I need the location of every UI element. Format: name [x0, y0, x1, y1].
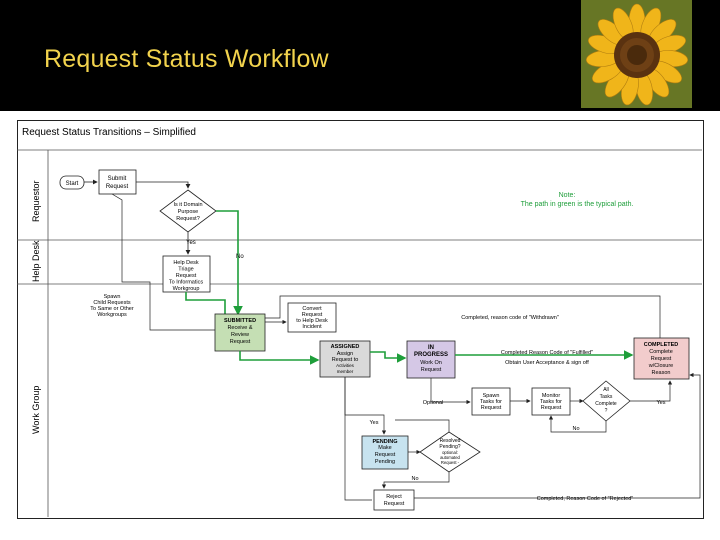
svg-text:Reject: Reject — [386, 494, 402, 500]
svg-text:Work On: Work On — [420, 360, 442, 366]
svg-text:PROGRESS: PROGRESS — [414, 352, 448, 358]
svg-text:To Informatics: To Informatics — [169, 280, 203, 286]
svg-text:Completed Reason Code of "Fulf: Completed Reason Code of "Fulfilled" — [501, 350, 593, 356]
svg-text:Request: Request — [651, 356, 672, 362]
diagram-title: Request Status Transitions – Simplified — [22, 127, 196, 138]
svg-text:Incident: Incident — [302, 324, 322, 330]
svg-text:Assign: Assign — [337, 351, 354, 357]
edge-label-no-pending: No — [411, 476, 418, 482]
svg-text:Submit: Submit — [108, 176, 127, 182]
svg-text:Obtain User Acceptance & sign: Obtain User Acceptance & sign off — [505, 360, 589, 366]
svg-text:Resolved: Resolved — [440, 438, 461, 444]
lane-label-help-desk: Help Desk — [31, 240, 41, 282]
pending-node: PENDING Make Request Pending — [361, 435, 409, 470]
svg-text:ASSIGNED: ASSIGNED — [331, 344, 360, 350]
svg-text:Complete: Complete — [595, 401, 617, 407]
svg-text:Spawn: Spawn — [104, 294, 121, 300]
start-node: Start — [59, 175, 85, 190]
svg-text:Workgroup: Workgroup — [173, 286, 200, 292]
svg-text:Triage: Triage — [178, 267, 193, 273]
edge-label-rejected: Completed, Reason Code of "Rejected" — [537, 496, 634, 502]
svg-text:Request: Request — [384, 501, 405, 507]
svg-text:Pending: Pending — [375, 459, 395, 465]
svg-text:w/Closure: w/Closure — [648, 363, 673, 369]
domain-request-decision: Is it Domain Purpose Request? — [159, 189, 217, 233]
svg-text:Workgroups: Workgroups — [97, 312, 127, 318]
svg-text:Purpose: Purpose — [178, 209, 199, 215]
monitor-tasks-node: Monitor Tasks for Request — [531, 387, 571, 416]
svg-text:Tasks: Tasks — [600, 394, 613, 400]
edge-label-yes-pending: Yes — [370, 420, 379, 426]
edge-label-yes-help: Yes — [186, 240, 196, 246]
svg-text:Request: Request — [375, 452, 396, 458]
svg-text:Reason: Reason — [652, 370, 671, 376]
svg-text:?: ? — [605, 408, 608, 414]
note-text: The path in green is the typical path. — [521, 201, 634, 208]
svg-text:Activities: Activities — [336, 363, 355, 368]
svg-text:Help Desk: Help Desk — [173, 260, 199, 266]
svg-text:Child Requests: Child Requests — [93, 300, 131, 306]
svg-text:Tasks for: Tasks for — [540, 399, 562, 405]
swimlanes — [17, 149, 702, 517]
svg-text:member: member — [337, 369, 354, 374]
edge-label-optional: Optional — [423, 400, 444, 406]
lane-label-work-group: Work Group — [31, 386, 41, 434]
svg-text:Request -: Request - — [441, 460, 460, 465]
convert-request-node: Convert Request to Help Desk Incident — [287, 302, 337, 333]
start-label: Start — [66, 181, 79, 187]
svg-text:Request: Request — [302, 312, 323, 318]
svg-text:Pending?: Pending? — [439, 444, 460, 450]
svg-text:All: All — [603, 387, 609, 393]
slide-title: Request Status Workflow — [44, 45, 329, 73]
svg-text:Request to: Request to — [332, 357, 359, 363]
help-desk-triage-node: Help Desk Triage Request To Informatics … — [162, 255, 211, 293]
assigned-node: ASSIGNED Assign Request to Activities me… — [319, 340, 371, 378]
svg-text:Request: Request — [230, 339, 251, 345]
svg-text:Is it Domain: Is it Domain — [173, 202, 202, 208]
svg-text:PENDING: PENDING — [372, 439, 397, 445]
completed-node: COMPLETED Complete Request w/Closure Rea… — [633, 337, 690, 380]
all-tasks-decision: All Tasks Complete ? — [582, 380, 631, 422]
svg-text:Spawn: Spawn — [483, 393, 500, 399]
svg-text:Make: Make — [378, 445, 391, 451]
edge-label-yes-tasks: Yes — [657, 400, 666, 406]
edge-label-no-help: No — [236, 254, 244, 260]
edge-label-withdrawn: Completed, reason code of "Withdrawn" — [461, 315, 559, 321]
in-progress-node: IN PROGRESS Work On Request — [406, 340, 456, 379]
svg-text:Request: Request — [541, 405, 562, 411]
spawn-tasks-node: Spawn Tasks for Request — [471, 387, 511, 416]
note-label: Note: — [559, 192, 576, 199]
svg-text:Request: Request — [176, 273, 197, 279]
svg-text:Request: Request — [481, 405, 502, 411]
resolved-pending-decision: Resolved Pending? optional: automated Re… — [419, 431, 481, 473]
svg-text:to Help Desk: to Help Desk — [296, 318, 328, 324]
svg-text:IN: IN — [428, 345, 434, 351]
svg-text:Request?: Request? — [176, 216, 200, 222]
svg-text:optional:: optional: — [442, 450, 458, 455]
svg-text:Tasks for: Tasks for — [480, 399, 502, 405]
svg-text:Monitor: Monitor — [542, 393, 561, 399]
lane-label-requestor: Requestor — [31, 180, 41, 222]
svg-text:automated: automated — [440, 455, 460, 460]
reject-request-node: Reject Request — [373, 489, 415, 511]
svg-text:Request: Request — [106, 184, 129, 190]
svg-text:SUBMITTED: SUBMITTED — [224, 318, 256, 324]
svg-text:Convert: Convert — [302, 306, 322, 312]
svg-text:Complete: Complete — [649, 349, 673, 355]
edge-label-no-tasks: No — [572, 426, 579, 432]
svg-text:To Same or Other: To Same or Other — [90, 306, 134, 312]
svg-text:COMPLETED: COMPLETED — [644, 342, 679, 348]
submit-request-node: Submit Request — [98, 169, 137, 195]
sunflower-image — [581, 0, 692, 108]
submitted-node: SUBMITTED Receive & Review Request — [214, 313, 266, 352]
svg-text:Review: Review — [231, 332, 249, 338]
svg-text:Request: Request — [421, 367, 442, 373]
svg-text:Receive &: Receive & — [227, 325, 252, 331]
